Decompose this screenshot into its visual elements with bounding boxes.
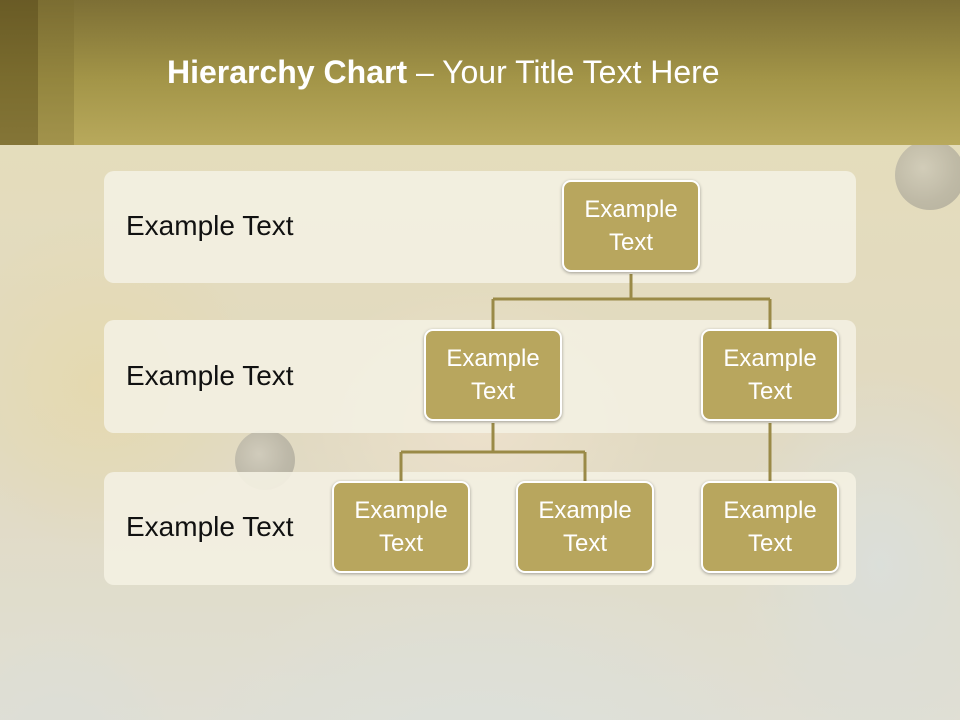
node-level3-a-text: Example Text [354,497,448,557]
node-level3-b[interactable]: Example Text [516,481,654,573]
node-root[interactable]: Example Text [562,180,700,272]
title-rest: – Your Title Text Here [407,54,720,90]
node-level2-left[interactable]: Example Text [424,329,562,421]
slide-title[interactable]: Hierarchy Chart – Your Title Text Here [167,54,720,91]
node-level3-a[interactable]: Example Text [332,481,470,573]
title-bar: Hierarchy Chart – Your Title Text Here [0,0,960,145]
node-root-text: Example Text [584,196,678,256]
node-level3-b-text: Example Text [538,497,632,557]
node-level3-c-text: Example Text [723,497,817,557]
header-accent-mid [38,0,74,145]
node-level2-right[interactable]: Example Text [701,329,839,421]
node-level2-right-text: Example Text [723,345,817,405]
level-band-1 [104,171,856,283]
level-label-3[interactable]: Example Text [126,511,294,542]
node-level3-c[interactable]: Example Text [701,481,839,573]
dumbbell-right [895,140,960,210]
title-bold: Hierarchy Chart [167,54,408,90]
node-level2-left-text: Example Text [446,345,540,405]
level-label-1[interactable]: Example Text [126,210,294,241]
level-label-2[interactable]: Example Text [126,360,294,391]
header-accent-dark [0,0,38,145]
